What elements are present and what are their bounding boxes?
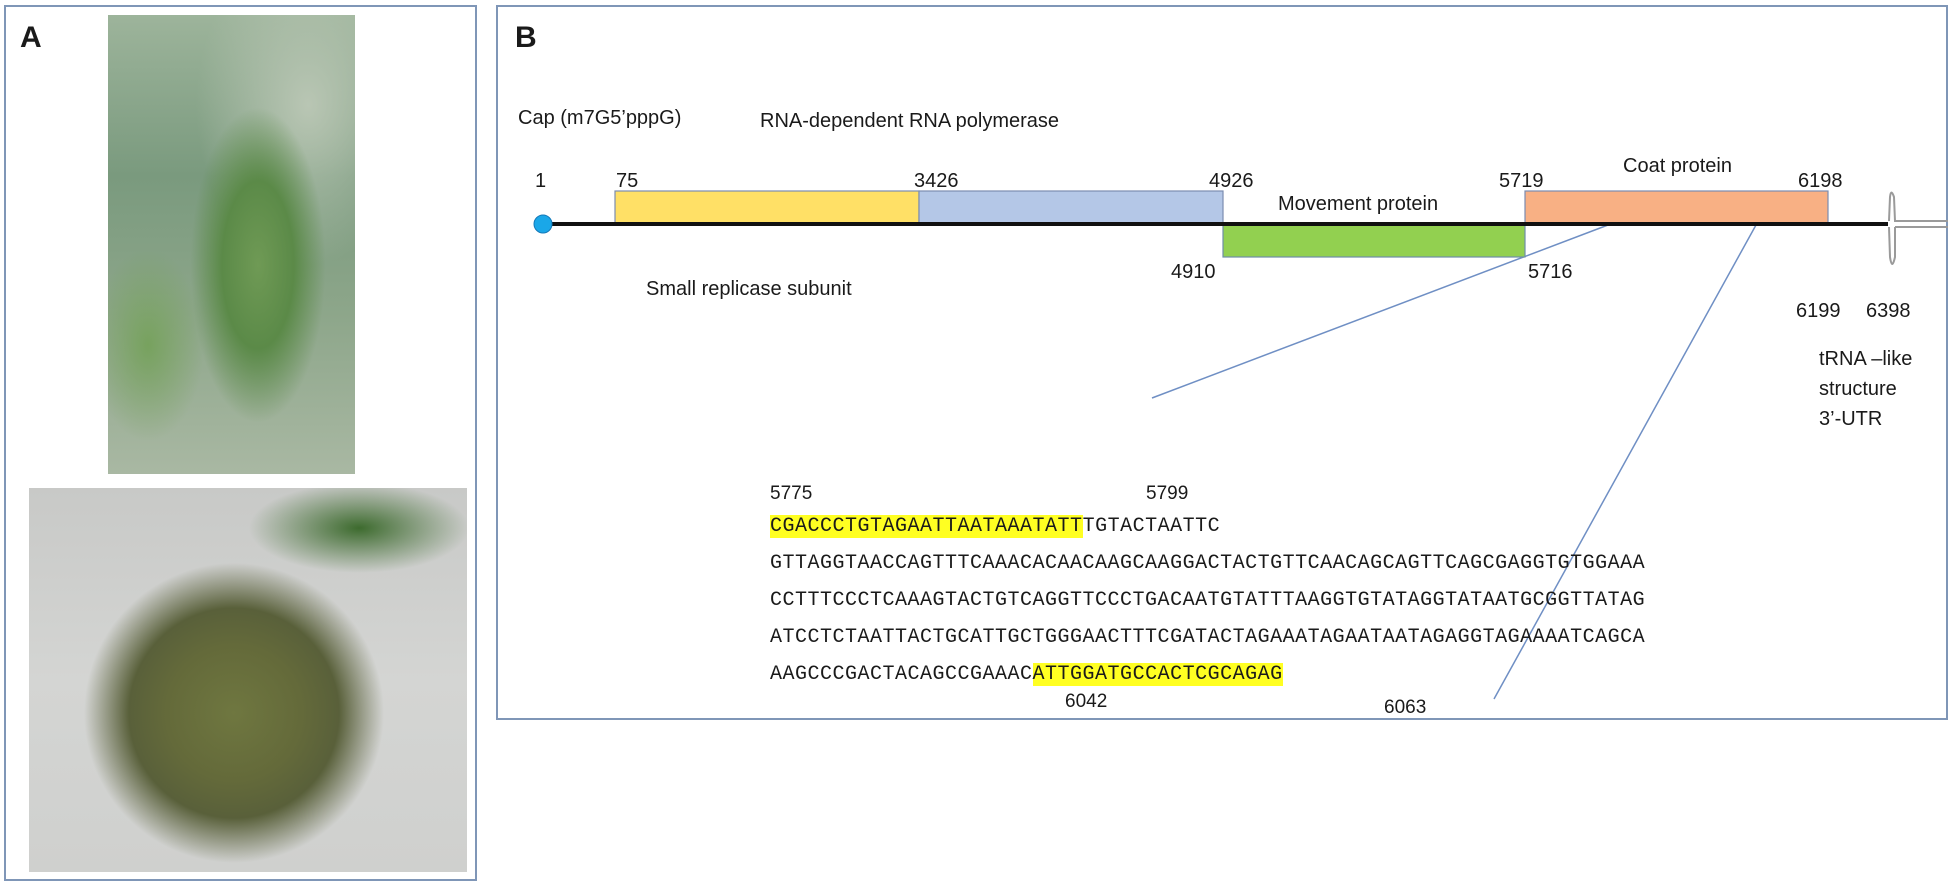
small-replicase-label: Small replicase subunit xyxy=(646,278,852,300)
cap-label: Cap (m7G5’pppG) xyxy=(518,107,681,129)
sequence-line-2: GTTAGGTAACCAGTTTCAAACACAACAAGCAAGGACTACT… xyxy=(770,552,1646,575)
small-replicase-box xyxy=(614,190,920,225)
cap-dot xyxy=(533,214,553,234)
position-75: 75 xyxy=(616,170,638,192)
rdrp-label: RNA-dependent RNA polymerase xyxy=(760,110,1059,132)
trna-label-line-1: tRNA –like xyxy=(1819,348,1912,370)
highlight-primer-forward: CGACCCTGTAGAATTAATAAATATT xyxy=(770,515,1083,538)
seq-position-6063: 6063 xyxy=(1384,697,1427,718)
sequence-line-1-rest: TGTACTAATTC xyxy=(1082,515,1221,538)
seq-position-5799: 5799 xyxy=(1146,483,1189,504)
trna-label-line-3: 3’-UTR xyxy=(1819,408,1882,430)
sequence-line-5-start: AAGCCCGACTACAGCCGAAAC xyxy=(770,663,1033,686)
sequence-line-3: CCTTTCCCTCAAAGTACTGTCAGGTTCCCTGACAATGTAT… xyxy=(770,589,1646,612)
panel-a-label: A xyxy=(20,21,42,54)
position-3426: 3426 xyxy=(914,170,959,192)
coat-protein-label: Coat protein xyxy=(1623,155,1732,177)
connector-line-end xyxy=(1493,224,1757,700)
rdrp-box xyxy=(918,190,1224,225)
movement-protein-label: Movement protein xyxy=(1278,193,1438,215)
trna-label-line-2: structure xyxy=(1819,378,1897,400)
genome-map: Cap (m7G5’pppG) RNA-dependent RNA polyme… xyxy=(518,107,1948,700)
leaf-photo xyxy=(108,15,355,474)
seq-position-6042: 6042 xyxy=(1065,691,1108,712)
seq-position-5775: 5775 xyxy=(770,483,813,504)
connector-line-start xyxy=(1151,224,1609,399)
position-4926: 4926 xyxy=(1209,170,1254,192)
tomato-fruit-photo xyxy=(29,488,467,872)
sequence-line-1: CGACCCTGTAGAATTAATAAATATTTGTACTAATTC xyxy=(770,515,1220,539)
position-6198: 6198 xyxy=(1798,170,1843,192)
coat-protein-box xyxy=(1524,190,1829,225)
position-6398: 6398 xyxy=(1866,300,1911,322)
sequence-line-5: AAGCCCGACTACAGCCGAAACATTGGATGCCACTCGCAGA… xyxy=(770,663,1283,687)
highlight-primer-reverse: ATTGGATGCCACTCGCAGAG xyxy=(1032,663,1283,686)
panel-b-label: B xyxy=(515,21,537,54)
sequence-line-4: ATCCTCTAATTACTGCATTGCTGGGAACTTTCGATACTAG… xyxy=(770,626,1646,649)
position-6199: 6199 xyxy=(1796,300,1841,322)
movement-protein-box xyxy=(1222,223,1526,258)
position-4910: 4910 xyxy=(1171,261,1216,283)
trna-like-structure-icon xyxy=(1888,191,1948,265)
position-1: 1 xyxy=(535,170,546,192)
position-5716: 5716 xyxy=(1528,261,1573,283)
panel-a: A xyxy=(4,5,477,881)
position-5719: 5719 xyxy=(1499,170,1544,192)
panel-b: B Cap (m7G5’pppG) RNA-dependent RNA poly… xyxy=(496,5,1948,720)
